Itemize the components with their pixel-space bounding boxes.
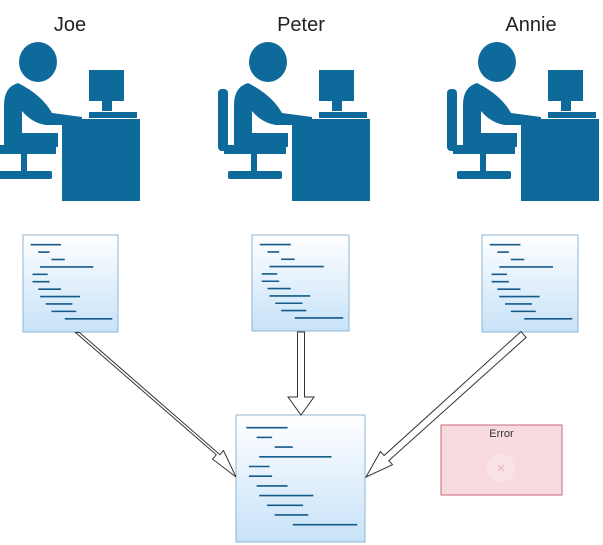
code-lines	[489, 243, 573, 320]
person-at-desk-icon-annie	[447, 42, 599, 201]
arrow-annie-to-merged	[364, 330, 527, 479]
arrow-peter-to-merged	[287, 331, 315, 416]
error-box: Error	[440, 424, 563, 496]
error-label: Error	[489, 428, 514, 440]
code-lines	[259, 243, 344, 319]
document-joe	[22, 234, 119, 333]
document-peter	[251, 234, 350, 332]
person-at-desk-icon-peter	[218, 42, 370, 201]
code-lines	[246, 426, 358, 526]
person-name-annie: Annie	[505, 14, 556, 36]
document-merged	[235, 414, 366, 543]
error-x-icon	[497, 464, 505, 472]
code-lines	[30, 243, 113, 320]
person-name-joe: Joe	[54, 14, 86, 36]
document-annie	[481, 234, 579, 333]
person-name-peter: Peter	[277, 14, 325, 36]
arrow-joe-to-merged	[74, 332, 237, 478]
person-at-desk-icon-joe	[0, 42, 140, 201]
